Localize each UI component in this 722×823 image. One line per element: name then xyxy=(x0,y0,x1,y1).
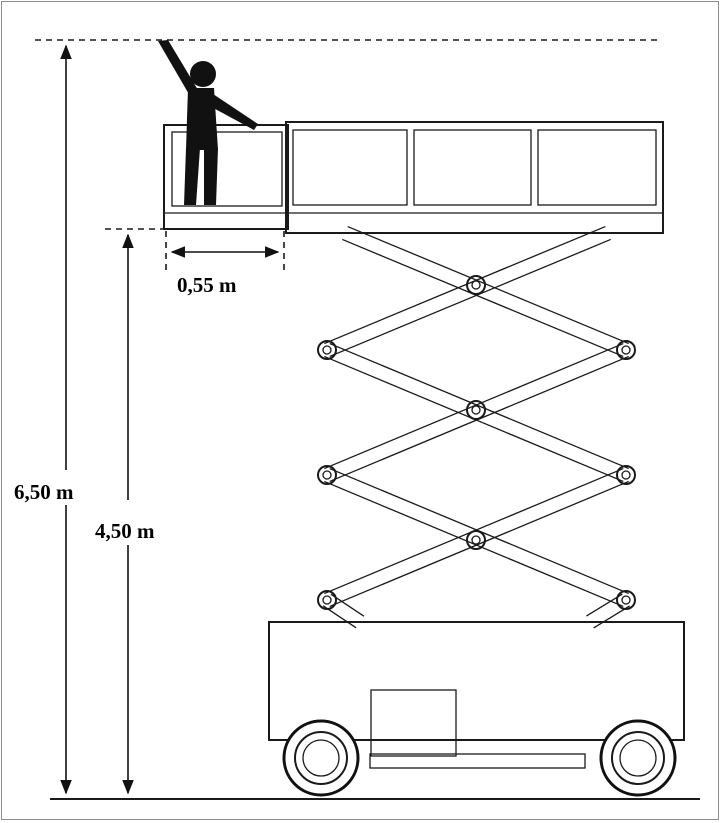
scissor-pivot-icon xyxy=(317,465,337,485)
scissor-arm xyxy=(347,225,629,345)
scissor-pivot-center-icon xyxy=(621,470,631,480)
lift-chassis xyxy=(268,621,685,769)
scissor-pivot-icon xyxy=(317,590,337,610)
rear-wheel-icon xyxy=(282,719,360,797)
scissor-arm xyxy=(324,225,606,345)
scissor-pivot-icon xyxy=(616,590,636,610)
platform-height-label: 4,50 m xyxy=(95,519,155,543)
scissor-arm xyxy=(329,480,629,608)
scissor-pivot-center-icon xyxy=(322,595,332,605)
scissor-pivot-icon xyxy=(466,275,486,295)
scissor-pivot-center-icon xyxy=(471,535,481,545)
scissor-arm xyxy=(342,238,624,358)
scissor-pivot-center-icon xyxy=(471,405,481,415)
scissor-pivot-icon xyxy=(616,465,636,485)
extension-label: 0,55 m xyxy=(177,273,237,297)
extension-dimension xyxy=(165,231,285,275)
scissor-pivot-center-icon xyxy=(621,345,631,355)
scissor-pivot-icon xyxy=(466,530,486,550)
scissor-pivot-center-icon xyxy=(322,345,332,355)
scissor-pivot-icon xyxy=(466,400,486,420)
scissor-arm xyxy=(329,238,611,358)
scissor-pivot-center-icon xyxy=(322,470,332,480)
scissor-pivot-center-icon xyxy=(471,280,481,290)
total-height-label: 6,50 m xyxy=(14,480,74,504)
scissor-pivot-icon xyxy=(317,340,337,360)
scissor-pivot-icon xyxy=(616,340,636,360)
work-platform xyxy=(163,121,664,234)
front-wheel-icon xyxy=(599,719,677,797)
scissor-arm xyxy=(329,342,629,470)
worker-silhouette-icon xyxy=(158,40,258,205)
scissor-pivot-center-icon xyxy=(621,595,631,605)
scissor-mechanism xyxy=(317,225,636,629)
